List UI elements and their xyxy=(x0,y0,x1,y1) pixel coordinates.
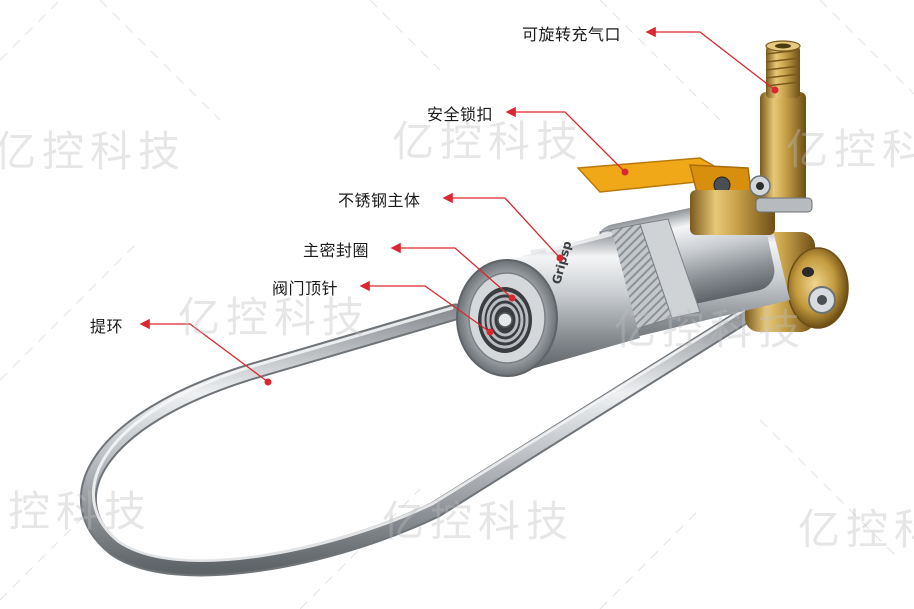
leader-lines xyxy=(139,26,776,383)
leader-dots xyxy=(264,86,779,386)
label-safety-lock: 安全锁扣 xyxy=(427,105,494,124)
handle-loop-shadow xyxy=(80,291,779,577)
label-gas-port: 可旋转充气口 xyxy=(522,25,622,44)
handle-loop xyxy=(82,293,777,575)
label-steel-body: 不锈钢主体 xyxy=(338,191,421,210)
label-valve-pin: 阀门顶针 xyxy=(272,279,339,298)
label-handle-loop: 提环 xyxy=(90,317,124,336)
gas-port-assembly xyxy=(690,40,813,235)
steel-body: Gripsp xyxy=(456,197,790,377)
label-main-seal: 主密封圈 xyxy=(303,241,370,260)
